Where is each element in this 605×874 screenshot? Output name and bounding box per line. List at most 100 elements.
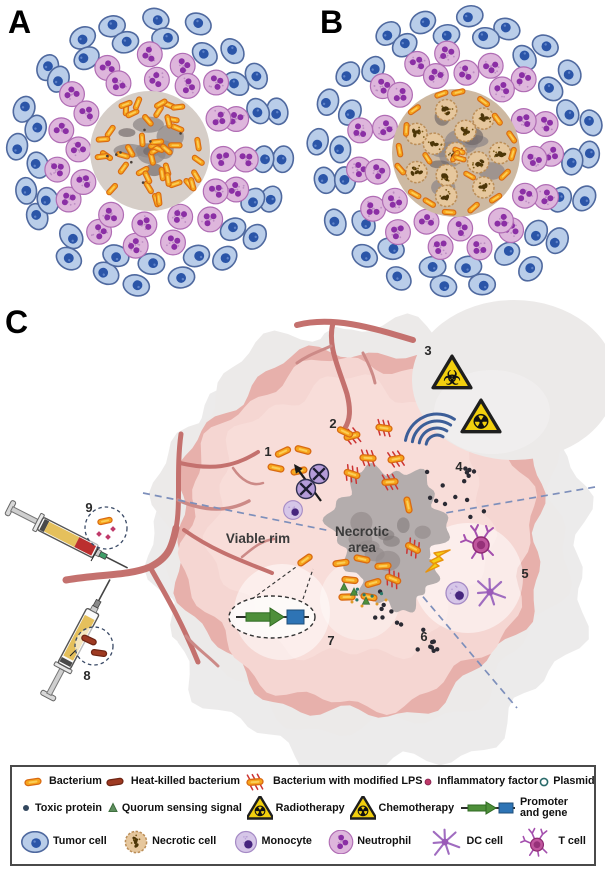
annotation-number: 6 xyxy=(420,629,427,644)
tumor-cell xyxy=(512,44,537,71)
necrotic-cell xyxy=(472,176,495,199)
blood-vessel xyxy=(173,431,184,531)
tumor-cell xyxy=(432,23,461,47)
tumor-cell xyxy=(545,227,570,255)
bacterium xyxy=(142,114,154,127)
bacterium xyxy=(118,99,133,109)
payload-connector xyxy=(90,546,100,562)
blood-vessels xyxy=(62,318,416,668)
tumor-cell xyxy=(26,151,50,179)
tumor-cell xyxy=(220,38,245,65)
blood-vessel xyxy=(231,466,265,486)
legend-label: Tumor cell xyxy=(53,835,107,848)
inflammatory-dot xyxy=(96,531,102,537)
tumor-cell xyxy=(73,46,100,71)
legend-item-promoter-and-gene: Promoter and gene xyxy=(459,797,586,820)
biohazard-warning-icon: ☣ xyxy=(431,354,473,389)
legend-label: Bacterium xyxy=(49,775,102,788)
bacterium xyxy=(125,144,136,158)
syringe xyxy=(4,500,128,569)
spheroid-a xyxy=(5,7,295,297)
toxic-protein-dot xyxy=(380,615,385,620)
legend-item-inflammatory-factor: Inflammatory factor xyxy=(422,776,538,788)
annotation-number: 5 xyxy=(521,566,528,581)
t-cell-icon xyxy=(519,825,555,859)
toxic-protein-dot xyxy=(421,627,426,632)
toxic-protein-dot xyxy=(464,497,470,503)
annotation-number: 8 xyxy=(83,668,90,683)
tumor-cell xyxy=(184,12,212,36)
legend-label: Quorum sensing signal xyxy=(121,801,242,814)
tumor-cell xyxy=(572,185,597,212)
lightning-icon xyxy=(425,549,451,573)
tumor-cell xyxy=(219,217,247,242)
neutrophil xyxy=(466,234,493,261)
bacterium xyxy=(164,114,173,129)
panel-a-label: A xyxy=(8,4,32,40)
neutrophil xyxy=(223,176,250,203)
toxic-protein-dot xyxy=(429,645,435,650)
quorum-signal xyxy=(349,587,359,596)
promoter-gene-construct xyxy=(236,607,309,627)
quorum-dot xyxy=(362,593,366,597)
blood-vessel xyxy=(178,450,260,469)
tumor-cell xyxy=(58,223,84,250)
injection-payload-circle xyxy=(84,506,128,550)
toxic-protein-dot xyxy=(442,501,448,507)
neutrophil xyxy=(364,158,391,185)
blood-vessel xyxy=(294,318,416,343)
neutrophil xyxy=(210,145,237,172)
monocyte xyxy=(445,581,469,605)
neutrophil xyxy=(143,66,170,93)
quorum-dot xyxy=(379,592,384,596)
tumor-cell xyxy=(21,830,49,853)
tumor-cell xyxy=(537,76,564,102)
neutrophil xyxy=(521,145,548,172)
legend-label: Inflammatory factor xyxy=(437,775,539,788)
neutrophil xyxy=(197,206,224,233)
bacterium xyxy=(95,136,111,143)
toxic-protein-dot xyxy=(424,469,430,475)
neutrophil xyxy=(346,156,372,183)
bacterium xyxy=(422,152,433,165)
legend-item-heat-killed-bacterium: Heat-killed bacterium xyxy=(102,774,240,790)
monocyte-icon xyxy=(233,830,259,854)
toxic-protein-dot xyxy=(373,615,378,620)
bacterium xyxy=(132,96,143,111)
tumor-cell xyxy=(351,243,379,268)
tumor-cell xyxy=(454,255,483,278)
warning-glyph: ☢ xyxy=(253,804,266,820)
legend-item-necrotic-cell: Necrotic cell xyxy=(123,830,216,854)
toxic-protein-dot xyxy=(462,479,467,484)
tumor-cell xyxy=(385,266,412,291)
quorum-dot xyxy=(355,598,359,602)
toxic-protein-dot xyxy=(427,495,433,500)
bacterium-modified-lps xyxy=(387,450,405,468)
viable-rim-label: Viable rim xyxy=(226,531,290,546)
bacterium xyxy=(267,463,285,473)
legend-item-bacterium-with-modified-lps: Bacterium with modified LPS xyxy=(240,772,422,792)
tumor-cell xyxy=(122,274,151,297)
ultrasound-waves-icon xyxy=(410,419,453,444)
neutrophil xyxy=(447,215,474,242)
tumor-cell xyxy=(271,145,295,174)
bacterium xyxy=(170,103,186,111)
legend-item-bacterium: Bacterium xyxy=(20,774,102,790)
neutrophil xyxy=(427,234,454,260)
neutrophil xyxy=(434,40,461,67)
neutrophil xyxy=(328,829,354,854)
tumor-cell xyxy=(259,185,283,213)
tumor-cell xyxy=(12,95,36,123)
bacterium-modified-lps xyxy=(381,473,399,491)
blood-vessel xyxy=(182,528,274,575)
bacterium-icon xyxy=(20,774,46,790)
neutrophil xyxy=(55,186,82,213)
neutrophil xyxy=(160,229,186,256)
bacterium xyxy=(364,578,382,588)
neutrophil-icon xyxy=(328,829,354,854)
legend-item-t-cell: T cell xyxy=(519,825,586,859)
neutrophil xyxy=(73,100,100,127)
warning-glyph: ☣ xyxy=(443,367,461,389)
